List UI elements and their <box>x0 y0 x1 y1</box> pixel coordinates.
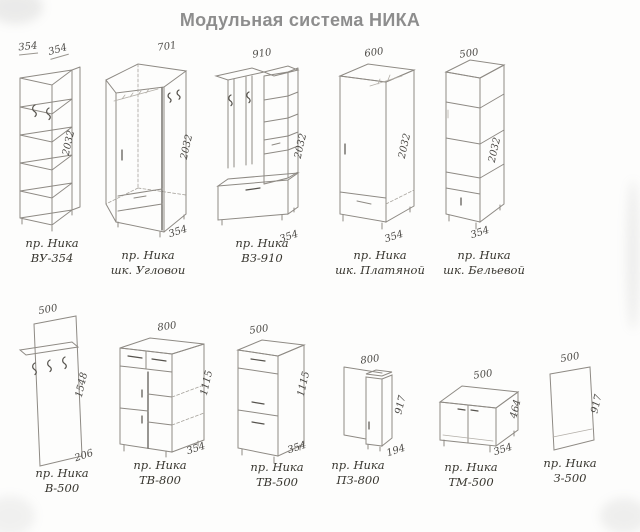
product-caption: пр. Ника ВЗ-910 <box>222 236 302 265</box>
door-handle <box>457 408 479 412</box>
hook-icon <box>46 107 51 121</box>
product-card-vu-354: 354 354 2032 пр. Ника ВУ-354 <box>6 38 102 288</box>
caption-brand: пр. Ника <box>250 460 304 474</box>
product-caption: пр. Ника ТВ-500 <box>232 460 322 489</box>
caption-brand: пр. Ника <box>121 248 175 262</box>
wardrobe-drawing <box>338 63 416 230</box>
caption-brand: пр. Ника <box>25 236 79 250</box>
product-card-shk-belevoi: 500 2032 354 пр. Ника шк. Бельевой <box>432 38 536 293</box>
caption-model: В-500 <box>44 480 80 495</box>
drawer-handle <box>245 187 261 191</box>
low-cabinet-drawing <box>438 385 520 453</box>
product-card-pz-800: 800 917 194 пр. Ника ПЗ-800 <box>331 300 434 510</box>
hook-icon <box>62 356 67 370</box>
product-card-v-500: 500 1548 206 пр. Ника В-500 <box>10 300 114 510</box>
product-caption: пр. Ника шк. Бельевой <box>438 248 530 277</box>
dim-width: 701 <box>156 40 178 54</box>
cabinet-tv800-drawing <box>119 337 205 458</box>
caption-model: ТВ-500 <box>256 474 298 489</box>
hook-icon <box>167 92 172 103</box>
caption-model: ТМ-500 <box>448 474 494 489</box>
caption-brand: пр. Ника <box>133 458 187 472</box>
cabinet-tv500-drawing <box>236 339 306 464</box>
hook-icon <box>176 89 181 100</box>
drawer-handle <box>250 358 266 362</box>
wall-panel-drawing <box>343 366 393 452</box>
corner-shelf-drawing <box>19 66 81 232</box>
product-card-tv-800: 800 1115 354 пр. Ника ТВ-800 <box>112 300 220 510</box>
drawer-handle <box>127 355 167 362</box>
product-caption: пр. Ника З-500 <box>534 456 606 485</box>
coat-panel-drawing <box>18 315 83 467</box>
caption-model: ВУ-354 <box>30 250 74 265</box>
caption-model: З-500 <box>553 470 587 485</box>
caption-model: шк. Угловои <box>110 262 186 277</box>
caption-model: шк. Платяной <box>335 262 425 277</box>
product-caption: пр. Ника шк. Угловои <box>98 248 198 277</box>
caption-model: ПЗ-800 <box>336 472 380 487</box>
hanger-rod <box>369 74 403 87</box>
caption-brand: пр. Ника <box>444 460 498 474</box>
product-caption: пр. Ника ТВ-800 <box>120 458 200 487</box>
caption-brand: пр. Ника <box>35 466 89 480</box>
hanger-rod <box>113 88 159 102</box>
hook-icon <box>228 94 233 107</box>
caption-model: ТВ-800 <box>139 472 181 487</box>
caption-brand: пр. Ника <box>235 236 289 250</box>
product-caption: пр. Ника ПЗ-800 <box>324 458 392 487</box>
product-card-z-500: 500 917 пр. Ника З-500 <box>538 300 636 510</box>
dim-width: 500 <box>472 368 494 382</box>
hook-icon <box>32 104 37 118</box>
product-caption: пр. Ника ТМ-500 <box>436 460 506 489</box>
door-handle <box>251 401 265 425</box>
caption-model: шк. Бельевой <box>443 262 525 277</box>
dim-width: 354 <box>17 40 39 56</box>
product-card-tm-500: 500 464 354 пр. Ника ТМ-500 <box>428 300 534 510</box>
page-title: Модульная система НИКА <box>179 10 421 30</box>
corner-wardrobe-drawing <box>105 63 188 238</box>
caption-brand: пр. Ника <box>543 456 597 470</box>
hook-icon <box>47 359 52 373</box>
product-caption: пр. Ника В-500 <box>22 466 102 495</box>
caption-model: ВЗ-910 <box>241 250 283 265</box>
hook-icon <box>32 362 37 376</box>
product-caption: пр. Ника шк. Платяной <box>330 248 430 277</box>
hallway-unit-drawing <box>214 65 300 226</box>
product-card-vz-910: 910 2032 354 пр. Ника ВЗ-910 <box>208 38 312 288</box>
product-card-shk-uglovoi: 701 2032 354 пр. Ника шк. Угловои <box>98 38 206 293</box>
product-card-shk-platyanoi: 600 2032 354 пр. Ника шк. Платяной <box>322 38 430 293</box>
hook-icon <box>246 91 251 104</box>
product-caption: пр. Ника ВУ-354 <box>6 236 98 265</box>
linen-cabinet-drawing <box>444 59 506 230</box>
mirror-drawing <box>549 366 595 451</box>
caption-brand: пр. Ника <box>457 248 511 262</box>
caption-brand: пр. Ника <box>331 458 385 472</box>
product-card-tv-500: 500 1115 354 пр. Ника ТВ-500 <box>222 300 326 510</box>
caption-brand: пр. Ника <box>353 248 407 262</box>
